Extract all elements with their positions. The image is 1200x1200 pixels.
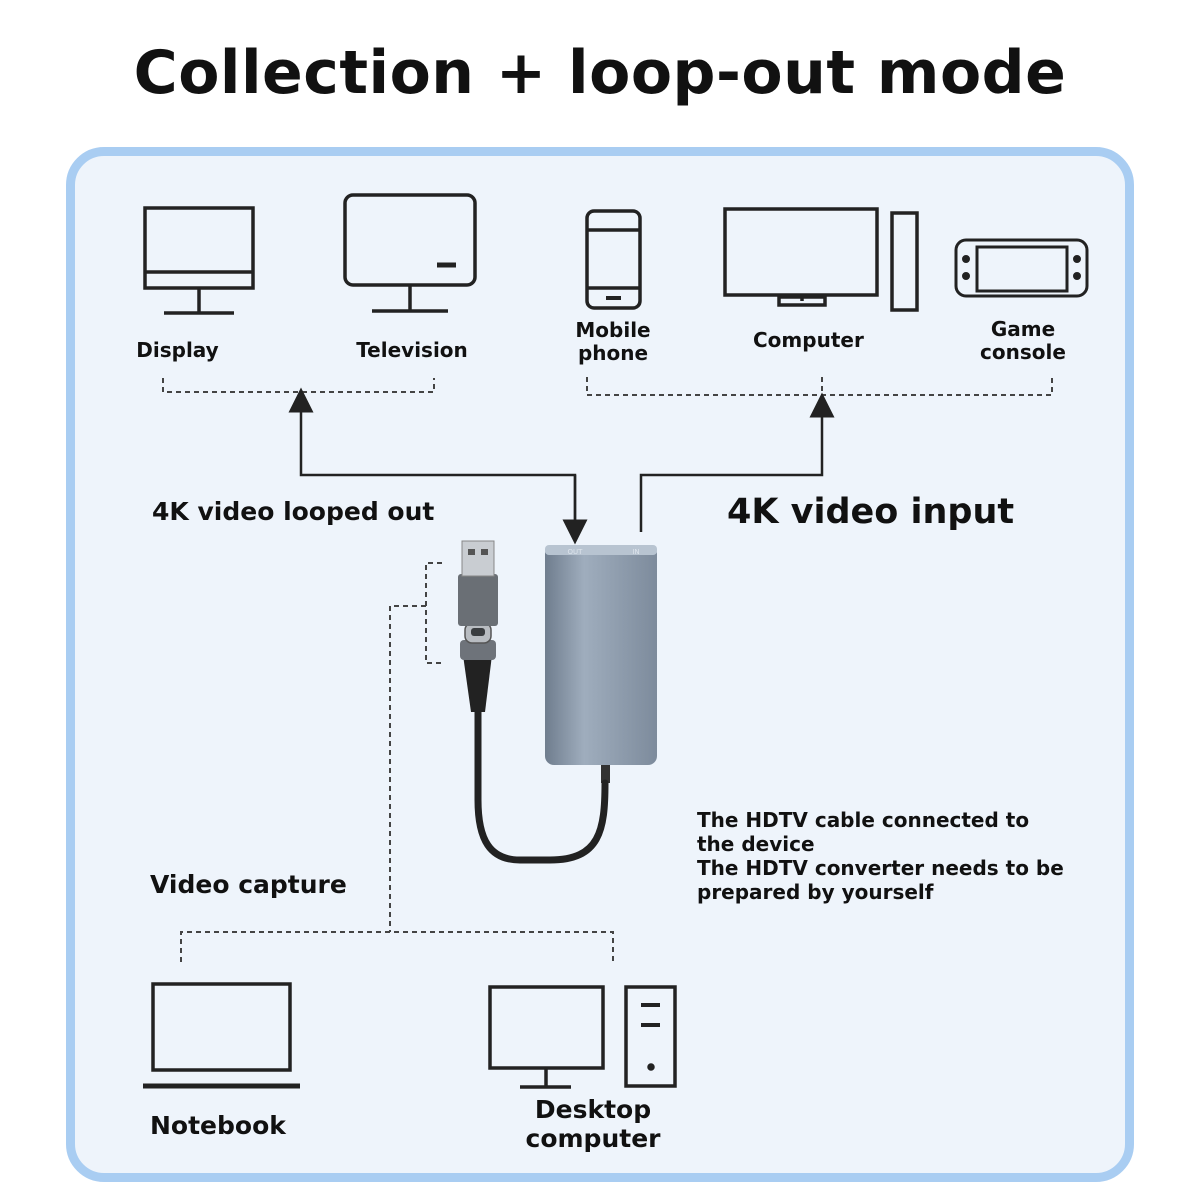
capture-device: OUT IN	[545, 545, 657, 783]
capture-bracket	[180, 931, 614, 962]
input-bracket	[586, 377, 1053, 396]
desktop-computer-icon	[488, 985, 677, 1089]
notebook-label: Notebook	[150, 1111, 286, 1140]
television-icon	[343, 193, 477, 313]
television-label: Television	[356, 338, 468, 362]
display-icon	[143, 206, 255, 315]
mobile-phone-icon	[585, 209, 642, 310]
hdtv-note: The HDTV cable connected to the device T…	[697, 808, 1064, 904]
loop-out-bracket	[162, 378, 435, 393]
loop-out-label: 4K video looped out	[152, 497, 435, 526]
computer-label: Computer	[753, 328, 864, 352]
video-input-label: 4K video input	[727, 492, 1015, 532]
note-line-3: The HDTV converter needs to be	[697, 856, 1064, 880]
desktop-computer-label: Desktop computer	[525, 1095, 661, 1153]
computer-icon	[723, 207, 919, 312]
video-capture-label: Video capture	[150, 870, 347, 899]
mobile-phone-label: Mobile phone	[575, 318, 651, 365]
display-label: Display	[136, 338, 219, 362]
port-in-marking: IN	[632, 548, 639, 556]
connector-bracket	[389, 562, 442, 932]
usb-connector	[458, 540, 498, 712]
notebook-icon	[143, 982, 300, 1089]
port-out-marking: OUT	[568, 548, 584, 556]
video-input-arrow	[639, 392, 835, 532]
note-line-1: The HDTV cable connected to	[697, 808, 1030, 832]
game-console-label: Game console	[980, 317, 1066, 364]
note-line-2: the device	[697, 832, 815, 856]
note-line-4: prepared by yourself	[697, 880, 934, 904]
loop-out-arrow	[288, 387, 588, 545]
page-title: Collection + loop-out mode	[133, 38, 1067, 108]
game-console-icon	[954, 238, 1089, 298]
usb-cable	[474, 696, 609, 864]
